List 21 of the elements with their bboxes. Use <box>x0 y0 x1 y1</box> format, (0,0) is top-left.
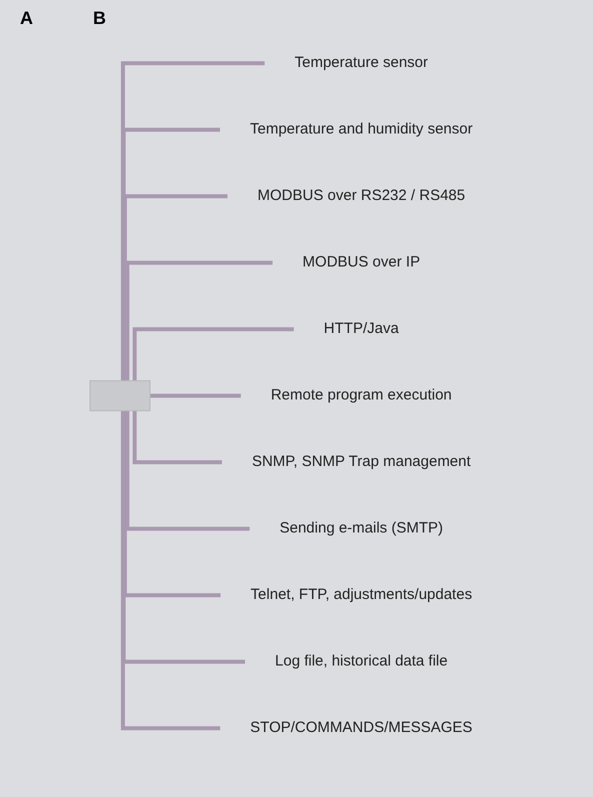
node-text: Temperature and humidity sensor <box>250 120 473 138</box>
node-text: Telnet, FTP, adjustments/updates <box>250 586 472 603</box>
branch-letter: B <box>93 8 106 29</box>
node-box <box>90 380 151 412</box>
branch-letter: A <box>20 8 33 29</box>
connector <box>126 260 273 381</box>
node-text: HTTP/Java <box>324 320 400 337</box>
connector <box>121 61 265 381</box>
node-text: Remote program execution <box>271 386 452 404</box>
node-text: Temperature sensor <box>294 54 428 71</box>
node-text: Log file, historical data file <box>275 652 448 670</box>
node-text: MODBUS over RS232 / RS485 <box>258 187 466 204</box>
connector <box>148 394 242 398</box>
node-text: SNMP, SNMP Trap management <box>252 453 471 470</box>
node-text: STOP/COMMANDS/MESSAGES <box>250 719 473 736</box>
connector <box>126 410 250 531</box>
connector <box>132 410 222 464</box>
node-text: Sending e-mails (SMTP) <box>280 520 444 536</box>
connector <box>121 410 220 730</box>
node-text: MODBUS over IP <box>302 254 420 270</box>
connector <box>132 327 294 381</box>
